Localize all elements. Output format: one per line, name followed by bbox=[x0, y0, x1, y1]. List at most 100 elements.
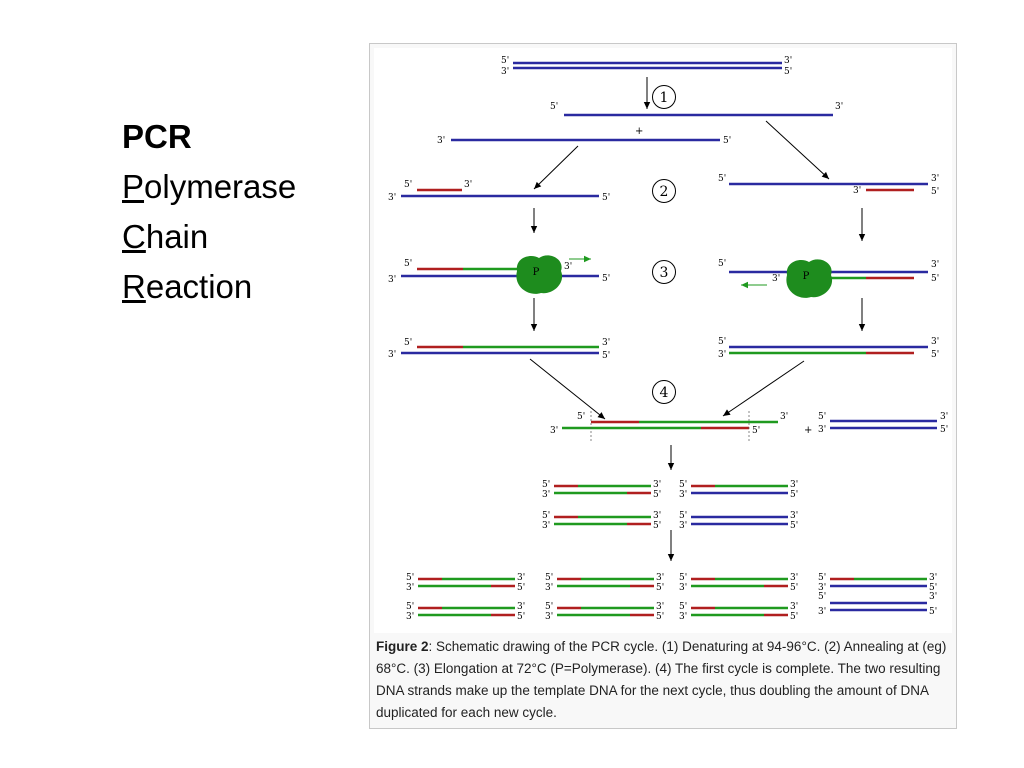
polymerase-left-label: P bbox=[533, 267, 540, 278]
cycle2-pair-2-b-5-end: 5' bbox=[790, 490, 798, 500]
template-right-3-end: 3' bbox=[931, 174, 939, 184]
title-initial: R bbox=[122, 268, 146, 305]
step-2-circle bbox=[652, 179, 676, 203]
title-word-chain: Chain bbox=[122, 212, 296, 262]
cycle-product-bottom-3-end: 3' bbox=[550, 426, 558, 436]
done-left-3-end: 3' bbox=[602, 338, 610, 348]
cycle-product-3-end: 3' bbox=[780, 412, 788, 422]
primer-left-5-end: 5' bbox=[404, 180, 412, 190]
single-strand-b-3-end: 3' bbox=[437, 136, 445, 146]
step-4-circle bbox=[652, 380, 676, 404]
cycle3-pair-5-3-end: 3' bbox=[517, 602, 525, 612]
cycle2-pair-2-3-end: 3' bbox=[790, 480, 798, 490]
done-left-template-5-end: 5' bbox=[602, 351, 610, 361]
cycle3-pair-7-b-5-end: 5' bbox=[790, 612, 798, 622]
done-left-5-end: 5' bbox=[404, 338, 412, 348]
template-pair-bottom-3-end: 3' bbox=[818, 425, 826, 435]
elong-left-template-5-end: 5' bbox=[602, 274, 610, 284]
title-word-rest: olymerase bbox=[144, 168, 297, 205]
cycle3-pair-3-b-3-end: 3' bbox=[679, 583, 687, 593]
cycle-product-5-end: 5' bbox=[577, 412, 585, 422]
cycle3-template-3-end: 3' bbox=[929, 592, 937, 602]
cycle2-pair-4-5-end: 5' bbox=[679, 511, 687, 521]
title-word-polymerase: Polymerase bbox=[122, 162, 296, 212]
step-1-circle-label: 1 bbox=[660, 90, 669, 106]
cycle2-pair-2-b-3-end: 3' bbox=[679, 490, 687, 500]
step-3-circle-label: 3 bbox=[660, 265, 669, 281]
template-left-3-end: 3' bbox=[388, 193, 396, 203]
elong-right-5-end: 5' bbox=[718, 259, 726, 269]
cycle3-pair-4-3-end: 3' bbox=[929, 573, 937, 583]
arrow-cycle2 bbox=[667, 445, 675, 470]
template-right-5-end: 5' bbox=[718, 174, 726, 184]
dsdna-top-left-end: 5' bbox=[501, 56, 509, 66]
figure-caption: Figure 2: Schematic drawing of the PCR c… bbox=[376, 636, 950, 724]
cycle2-pair-1-b-5-end: 5' bbox=[653, 490, 661, 500]
single-strand-b-5-end: 5' bbox=[723, 136, 731, 146]
done-right-new-3-end: 3' bbox=[718, 350, 726, 360]
cycle2-pair-4-3-end: 3' bbox=[790, 511, 798, 521]
cycle3-pair-2-5-end: 5' bbox=[545, 573, 553, 583]
polymerase-left bbox=[516, 255, 563, 294]
primer-left-3-end: 3' bbox=[464, 180, 472, 190]
template-pair-5-end: 5' bbox=[818, 412, 826, 422]
cycle3-pair-1-b-3-end: 3' bbox=[406, 583, 414, 593]
done-right-new-5-end: 5' bbox=[931, 350, 939, 360]
cycle3-pair-4-5-end: 5' bbox=[818, 573, 826, 583]
polymerase-right-3-end: 3' bbox=[772, 274, 780, 284]
cycle3-pair-3-5-end: 5' bbox=[679, 573, 687, 583]
step-1-circle bbox=[652, 85, 676, 109]
cycle3-pair-2-b-5-end: 5' bbox=[656, 583, 664, 593]
polymerase-right bbox=[786, 259, 833, 298]
primer-right-5-end: 5' bbox=[931, 187, 939, 197]
single-strand-a-3-end: 3' bbox=[835, 102, 843, 112]
elong-left-5-end: 5' bbox=[404, 259, 412, 269]
title-heading: PCR bbox=[122, 118, 192, 155]
cycle2-pair-1-5-end: 5' bbox=[542, 480, 550, 490]
dsdna-top-right-end: 3' bbox=[784, 56, 792, 66]
cycle3-pair-2-b-3-end: 3' bbox=[545, 583, 553, 593]
cycle-product-bottom-5-end: 5' bbox=[752, 426, 760, 436]
cycle3-pair-3-3-end: 3' bbox=[790, 573, 798, 583]
title-initial: P bbox=[122, 168, 145, 205]
cycle2-pair-3-b-5-end: 5' bbox=[653, 521, 661, 531]
title-word-reaction: Reaction bbox=[122, 262, 296, 312]
cycle3-pair-6-5-end: 5' bbox=[545, 602, 553, 612]
elongation-direction-left bbox=[741, 281, 767, 289]
caption-text: : Schematic drawing of the PCR cycle. (1… bbox=[376, 639, 947, 720]
cycle2-pair-4-b-5-end: 5' bbox=[790, 521, 798, 531]
template-pair-bottom-5-end: 5' bbox=[940, 425, 948, 435]
arrow-cycle3 bbox=[667, 530, 675, 561]
arrow-left-branch bbox=[533, 145, 579, 190]
cycle3-pair-5-b-3-end: 3' bbox=[406, 612, 414, 622]
cycle2-pair-2-5-end: 5' bbox=[679, 480, 687, 490]
elong-left-3-end: 3' bbox=[388, 275, 396, 285]
polymerase-right-label: P bbox=[803, 271, 810, 282]
title-initial: C bbox=[122, 218, 146, 255]
elong-right-3-end: 3' bbox=[931, 260, 939, 270]
caption-label: Figure 2 bbox=[376, 639, 429, 654]
cycle2-pair-3-5-end: 5' bbox=[542, 511, 550, 521]
cycle3-pair-6-b-3-end: 3' bbox=[545, 612, 553, 622]
cycle3-pair-5-b-5-end: 5' bbox=[517, 612, 525, 622]
cycle3-pair-4-b-5-end: 5' bbox=[929, 583, 937, 593]
cycle3-pair-7-b-3-end: 3' bbox=[679, 612, 687, 622]
template-pair-3-end: 3' bbox=[940, 412, 948, 422]
dsdna-bottom-right-end: 5' bbox=[784, 67, 792, 77]
cycle3-pair-1-b-5-end: 5' bbox=[517, 583, 525, 593]
cycle3-template-b-3-end: 3' bbox=[818, 607, 826, 617]
cycle2-pair-3-3-end: 3' bbox=[653, 511, 661, 521]
polymerase-left-3-end: 3' bbox=[564, 262, 572, 272]
cycle3-pair-7-3-end: 3' bbox=[790, 602, 798, 612]
arrow-step2-right bbox=[858, 208, 866, 241]
template-left-5-end: 5' bbox=[602, 193, 610, 203]
plus-sign: + bbox=[635, 126, 643, 137]
cycle3-pair-7-5-end: 5' bbox=[679, 602, 687, 612]
cycle3-template-5-end: 5' bbox=[818, 592, 826, 602]
dsdna-bottom-left-end: 3' bbox=[501, 67, 509, 77]
arrow-merge-right bbox=[722, 360, 805, 417]
plus-sign-2: + bbox=[804, 425, 812, 436]
cycle3-pair-1-3-end: 3' bbox=[517, 573, 525, 583]
cycle2-pair-4-b-3-end: 3' bbox=[679, 521, 687, 531]
